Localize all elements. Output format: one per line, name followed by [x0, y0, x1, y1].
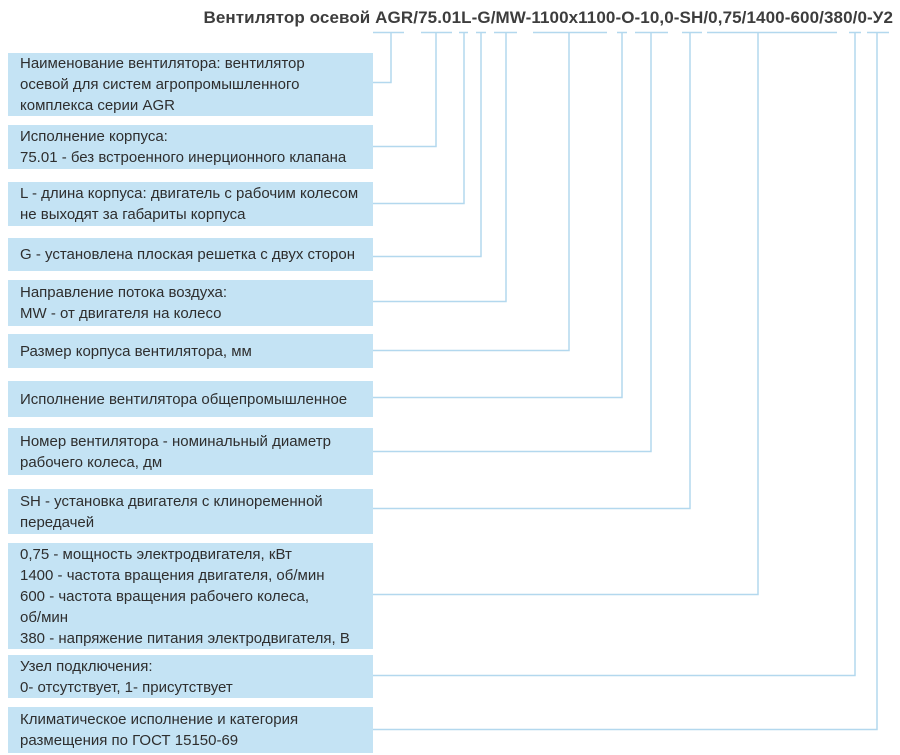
- legend-item-climate: Климатическое исполнение и категория раз…: [8, 707, 373, 753]
- legend-item-grille: G - установлена плоская решетка с двух с…: [8, 238, 373, 271]
- connector-line-climate: [373, 31, 889, 731]
- legend-item-fan-name: Наименование вентилятора: вентилятор осе…: [8, 53, 373, 116]
- connector-line-10-0: [373, 31, 668, 453]
- connector-line-g: [373, 31, 486, 258]
- connector-line-l: [373, 31, 468, 205]
- connector-line-agr: [373, 31, 404, 84]
- legend-item-belt-drive: SH - установка двигателя с клиноременной…: [8, 489, 373, 534]
- legend-item-fan-version: Исполнение вентилятора общепромышленное: [8, 381, 373, 417]
- model-designation-title: Вентилятор осевой AGR/75.01L-G/MW-1100x1…: [203, 8, 893, 27]
- connector-line-75-01: [373, 31, 452, 148]
- connector-line-o: [373, 31, 627, 399]
- connector-line-size: [373, 31, 607, 352]
- legend-item-fan-number: Номер вентилятора - номинальный диаметр …: [8, 428, 373, 475]
- legend-item-motor-specs: 0,75 - мощность электродвигателя, кВт 14…: [8, 543, 373, 649]
- legend-item-airflow: Направление потока воздуха: MW - от двиг…: [8, 280, 373, 326]
- connector-line-mw: [373, 31, 517, 303]
- legend-item-casing-size: Размер корпуса вентилятора, мм: [8, 334, 373, 368]
- legend-item-casing-length: L - длина корпуса: двигатель с рабочим к…: [8, 182, 373, 226]
- connector-line-node: [373, 31, 861, 677]
- connector-line-sh: [373, 31, 702, 510]
- legend-item-casing-version: Исполнение корпуса: 75.01 - без встроенн…: [8, 125, 373, 169]
- connector-line-motor: [373, 31, 837, 596]
- legend-item-connection-node: Узел подключения: 0- отсутствует, 1- при…: [8, 655, 373, 698]
